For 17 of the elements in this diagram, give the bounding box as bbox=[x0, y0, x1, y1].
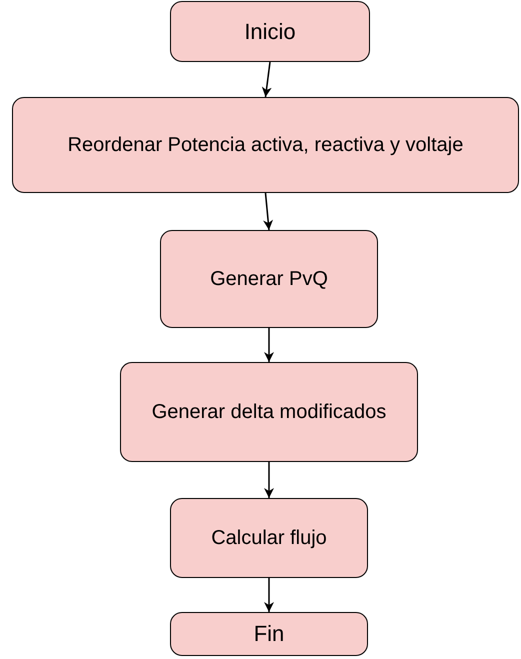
box-label: Generar delta modificados bbox=[152, 400, 386, 424]
process-box bbox=[170, 1, 370, 62]
arrow bbox=[264, 578, 274, 612]
arrow bbox=[264, 328, 274, 362]
arrow bbox=[264, 462, 274, 498]
process-box bbox=[170, 498, 368, 578]
process-box bbox=[120, 362, 418, 462]
arrow bbox=[263, 192, 274, 230]
box-label: Inicio bbox=[244, 18, 296, 46]
box-label: Reordenar Potencia activa, reactiva y voltaje bbox=[68, 132, 464, 158]
arrow bbox=[262, 62, 272, 98]
process-box bbox=[170, 612, 368, 656]
process-box bbox=[12, 97, 519, 193]
process-box bbox=[160, 230, 378, 328]
box-label: Calcular flujo bbox=[211, 526, 327, 550]
box-label: Fin bbox=[254, 620, 284, 648]
box-label: Generar PvQ bbox=[210, 266, 328, 292]
